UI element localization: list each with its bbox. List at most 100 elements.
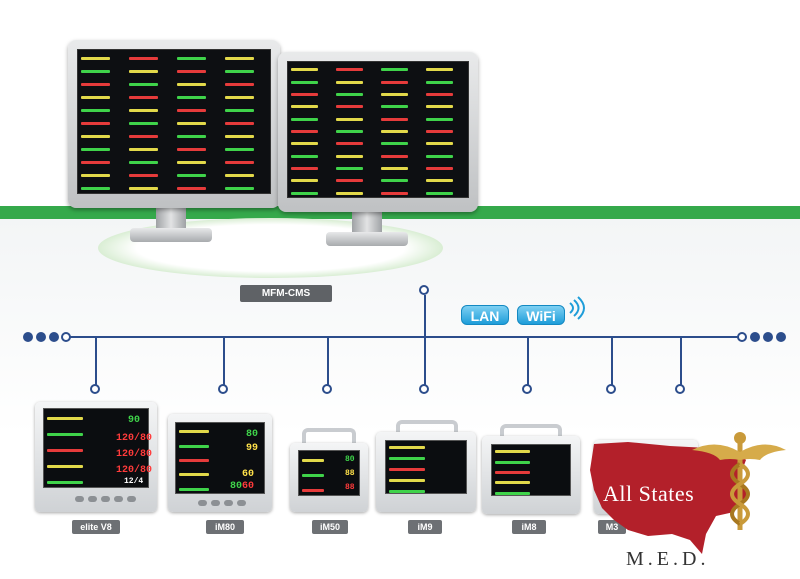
waveform-trace	[381, 191, 408, 195]
waveform-trace	[426, 130, 453, 133]
waveform-trace	[291, 167, 318, 171]
waveform-trace	[225, 108, 254, 112]
waveform-trace	[225, 174, 254, 178]
waveform-trace	[47, 481, 83, 484]
waveform-trace	[381, 130, 408, 133]
device-node	[322, 384, 332, 394]
waveform-trace	[389, 489, 425, 493]
device-value: 60	[242, 481, 255, 492]
waveform-trace	[129, 56, 158, 60]
wifi-badge: WiFi	[517, 305, 565, 325]
waveform-trace	[225, 148, 254, 152]
device-screen: 80 88 88	[298, 450, 360, 496]
waveform-trace	[225, 82, 254, 86]
waveform-trace	[225, 161, 254, 165]
waveform-trace	[129, 187, 158, 191]
drop-line	[223, 337, 225, 385]
waveform-trace	[81, 56, 110, 60]
waveform-trace	[426, 117, 453, 121]
drop-line	[95, 337, 97, 385]
waveform-trace	[336, 80, 363, 84]
waveform-trace	[177, 148, 206, 152]
device-value: 120/80	[116, 449, 153, 460]
waveform-trace	[129, 122, 158, 125]
waveform-trace	[291, 154, 318, 158]
waveform-trace	[336, 154, 363, 158]
bus-dot	[776, 332, 786, 342]
device-elite-v8: 90 120/80 120/80 120/80 12/4	[35, 402, 157, 512]
drop-line	[611, 337, 613, 385]
device-handle	[500, 424, 562, 442]
device-value: 120/80	[116, 465, 153, 476]
device-im9	[376, 432, 476, 512]
device-value: 99	[246, 443, 259, 454]
waveform-trace	[47, 449, 83, 452]
waveform-trace	[426, 92, 453, 96]
waveform-trace	[47, 433, 83, 436]
waveform-trace	[291, 68, 318, 72]
device-value: 120/80	[116, 433, 153, 444]
waveform-trace	[291, 105, 318, 109]
waveform-trace	[81, 95, 110, 99]
device-value: 80	[345, 455, 355, 464]
bus-end-node	[737, 332, 747, 342]
waveform-trace	[336, 117, 363, 121]
waveform-trace	[129, 161, 158, 165]
waveform-trace	[291, 117, 318, 121]
device-im50: 80 88 88	[290, 443, 368, 512]
waveform-trace	[336, 130, 363, 133]
waveform-trace	[336, 68, 363, 72]
bus-dot	[750, 332, 760, 342]
device-buttons	[75, 496, 136, 502]
central-monitor-screen	[287, 61, 469, 198]
waveform-trace	[47, 417, 83, 420]
waveform-trace	[426, 80, 453, 84]
waveform-trace	[426, 154, 453, 158]
waveform-trace	[179, 444, 209, 448]
waveform-trace	[177, 56, 206, 60]
central-monitor-screen	[77, 49, 271, 194]
waveform-trace	[129, 95, 158, 99]
device-node	[675, 384, 685, 394]
waveform-trace	[225, 187, 254, 191]
device-node	[606, 384, 616, 394]
waveform-trace	[129, 108, 158, 112]
waveform-trace	[426, 142, 453, 146]
waveform-trace	[291, 80, 318, 84]
central-monitor-left	[68, 40, 280, 208]
device-label: iM50	[312, 520, 348, 534]
waveform-trace	[495, 481, 530, 485]
waveform-trace	[177, 122, 206, 125]
device-label: elite V8	[72, 520, 120, 534]
drop-line	[680, 337, 682, 385]
waveform-trace	[81, 187, 110, 191]
waveform-trace	[302, 474, 324, 477]
waveform-trace	[381, 179, 408, 183]
logo-name: All States	[603, 481, 695, 506]
waveform-trace	[381, 117, 408, 121]
waveform-trace	[129, 174, 158, 178]
waveform-trace	[225, 69, 254, 73]
waveform-trace	[81, 174, 110, 178]
waveform-trace	[81, 69, 110, 73]
device-node	[90, 384, 100, 394]
device-label: iM8	[512, 520, 546, 534]
waveform-trace	[81, 135, 110, 139]
device-buttons	[198, 500, 246, 506]
waveform-trace	[81, 108, 110, 112]
platform-ellipse	[98, 218, 443, 278]
waveform-trace	[302, 458, 324, 462]
waveform-trace	[381, 92, 408, 96]
device-label: iM9	[408, 520, 442, 534]
waveform-trace	[291, 92, 318, 96]
waveform-trace	[177, 95, 206, 99]
bus-dot	[23, 332, 33, 342]
device-node	[419, 384, 429, 394]
device-screen: 90 120/80 120/80 120/80 12/4	[43, 408, 153, 488]
device-screen	[491, 444, 571, 496]
waveform-trace	[129, 135, 158, 139]
waveform-trace	[381, 80, 408, 84]
device-value: 88	[345, 483, 355, 492]
device-im80: 80 99 60 60 80	[168, 414, 272, 512]
waveform-trace	[426, 191, 453, 195]
